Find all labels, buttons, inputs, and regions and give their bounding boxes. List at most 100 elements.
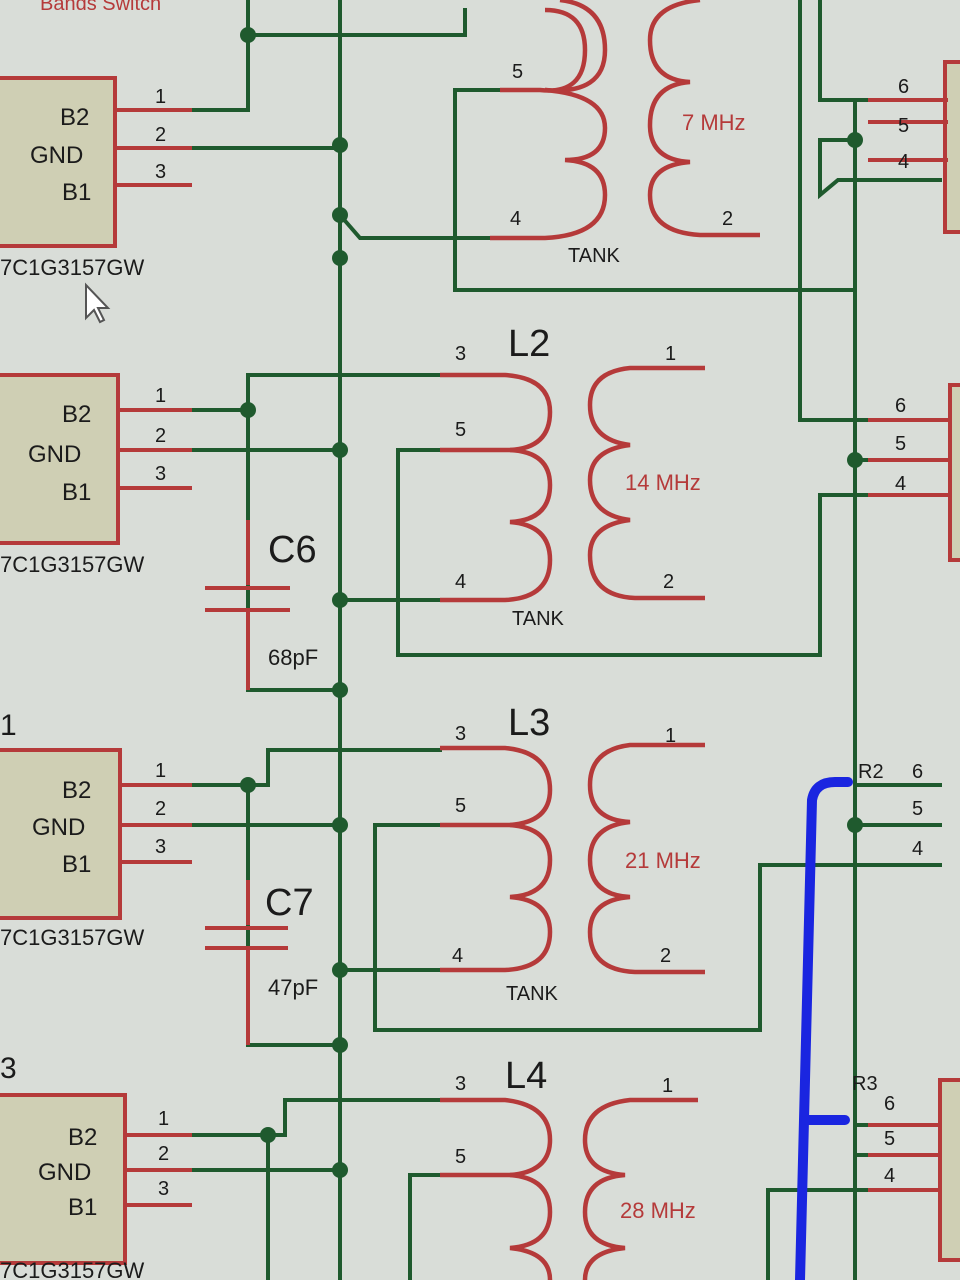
pin-number: 6: [895, 395, 906, 417]
inductor-frequency: 7 MHz: [682, 110, 746, 135]
switch-ic-1[interactable]: B2 GND B1 1 2 3 7C1G3157GW: [0, 76, 192, 280]
inductor-frequency: 28 MHz: [620, 1198, 696, 1223]
part-number: 7C1G3157GW: [0, 1258, 145, 1280]
pin-number: 4: [452, 945, 463, 967]
pin-number: 3: [455, 723, 466, 745]
junction-dot: [847, 452, 863, 468]
junctions: [240, 27, 863, 1178]
pin-number: 5: [455, 419, 466, 441]
pin-number: 1: [155, 385, 166, 407]
pin-number: 2: [663, 571, 674, 593]
blue-bus: [795, 777, 853, 1280]
pin-label-b2: B2: [68, 1124, 97, 1151]
pin-number: 1: [665, 343, 676, 365]
pin-number: 1: [665, 725, 676, 747]
inductor-label: TANK: [568, 245, 621, 267]
pin-number: 1: [662, 1075, 673, 1097]
junction-dot: [260, 1127, 276, 1143]
pin-label-b1: B1: [62, 851, 91, 878]
part-number: 7C1G3157GW: [0, 552, 145, 577]
pin-number: 4: [510, 208, 521, 230]
capacitor-ref: C6: [268, 529, 317, 571]
junction-dot: [332, 250, 348, 266]
junction-dot: [240, 402, 256, 418]
pin-label-gnd: GND: [28, 441, 81, 468]
sheet-title: Bands Switch: [40, 0, 161, 15]
pin-number: 1: [155, 760, 166, 782]
main-wires: [188, 0, 942, 1280]
pin-label-gnd: GND: [30, 142, 83, 169]
pin-number: 5: [884, 1128, 895, 1150]
pin-number: 5: [898, 115, 909, 137]
pin-number: 4: [895, 473, 906, 495]
inductor-l3[interactable]: 3 L3 1 5 4 2 21 MHz TANK: [440, 702, 705, 1005]
pin-number: 4: [912, 838, 923, 860]
pin-number: 3: [455, 1073, 466, 1095]
pin-label-gnd: GND: [32, 814, 85, 841]
junction-dot: [332, 592, 348, 608]
ic-ref: 1: [0, 709, 17, 742]
inductor-l4[interactable]: 3 L4 1 5 28 MHz: [440, 1055, 698, 1280]
junction-dot: [847, 817, 863, 833]
pin-number: 3: [155, 161, 166, 183]
switch-ic-4[interactable]: 3 B2 GND B1 1 2 3 7C1G3157GW: [0, 1052, 192, 1280]
part-number: 7C1G3157GW: [0, 925, 145, 950]
inductor-label: TANK: [512, 608, 565, 630]
pin-number: 6: [912, 761, 923, 783]
pin-label-b2: B2: [62, 401, 91, 428]
pin-number: 3: [455, 343, 466, 365]
junction-dot: [332, 962, 348, 978]
pin-number: 5: [512, 61, 523, 83]
capacitor-c7[interactable]: C7 47pF: [205, 880, 318, 1045]
pin-number: 4: [884, 1165, 895, 1187]
pin-number: 3: [158, 1178, 169, 1200]
pin-label-b2: B2: [60, 104, 89, 131]
right-connector-3[interactable]: R2 6 5 4: [858, 761, 923, 860]
right-connector-1[interactable]: 6 5 4: [868, 60, 960, 234]
junction-dot: [240, 777, 256, 793]
right-connector-4[interactable]: R3 6 5 4: [852, 1073, 960, 1262]
pin-number: 1: [155, 86, 166, 108]
inductor-frequency: 21 MHz: [625, 848, 701, 873]
capacitor-value: 47pF: [268, 975, 318, 1000]
ic-ref: 3: [0, 1052, 17, 1085]
pin-number: 6: [884, 1093, 895, 1115]
capacitor-ref: C7: [265, 882, 314, 924]
pin-label-b1: B1: [62, 179, 91, 206]
pin-number: 2: [722, 208, 733, 230]
connector-ref: R3: [852, 1073, 878, 1095]
pin-number: 2: [660, 945, 671, 967]
pin-number: 3: [155, 463, 166, 485]
inductor-ref: L4: [505, 1055, 547, 1097]
pin-label-b2: B2: [62, 777, 91, 804]
pin-number: 2: [155, 124, 166, 146]
pin-label-b1: B1: [68, 1194, 97, 1221]
junction-dot: [332, 137, 348, 153]
switch-ic-3[interactable]: 1 B2 GND B1 1 2 3 7C1G3157GW: [0, 709, 192, 950]
junction-dot: [332, 1037, 348, 1053]
inductor-tank-7mhz[interactable]: 5 4 2 7 MHz TANK: [490, 0, 760, 267]
part-number: 7C1G3157GW: [0, 255, 145, 280]
pin-number: 2: [155, 798, 166, 820]
pin-number: 4: [898, 151, 909, 173]
capacitor-value: 68pF: [268, 645, 318, 670]
inductor-ref: L2: [508, 323, 550, 365]
connector-ref: R2: [858, 761, 884, 783]
pin-number: 5: [895, 433, 906, 455]
mouse-cursor-icon: [85, 282, 111, 324]
pin-number: 2: [158, 1143, 169, 1165]
pin-number: 3: [155, 836, 166, 858]
switch-ic-2[interactable]: B2 GND B1 1 2 3 7C1G3157GW: [0, 373, 192, 577]
pin-number: 5: [912, 798, 923, 820]
pin-number: 6: [898, 76, 909, 98]
pin-number: 2: [155, 425, 166, 447]
inductor-label: TANK: [506, 983, 559, 1005]
pin-label-b1: B1: [62, 479, 91, 506]
junction-dot: [240, 27, 256, 43]
pin-label-gnd: GND: [38, 1159, 91, 1186]
capacitor-c6[interactable]: C6 68pF: [205, 520, 318, 690]
inductor-l2[interactable]: 3 L2 1 5 4 2 14 MHz TANK: [440, 323, 705, 630]
right-connector-2[interactable]: 6 5 4: [868, 383, 960, 562]
